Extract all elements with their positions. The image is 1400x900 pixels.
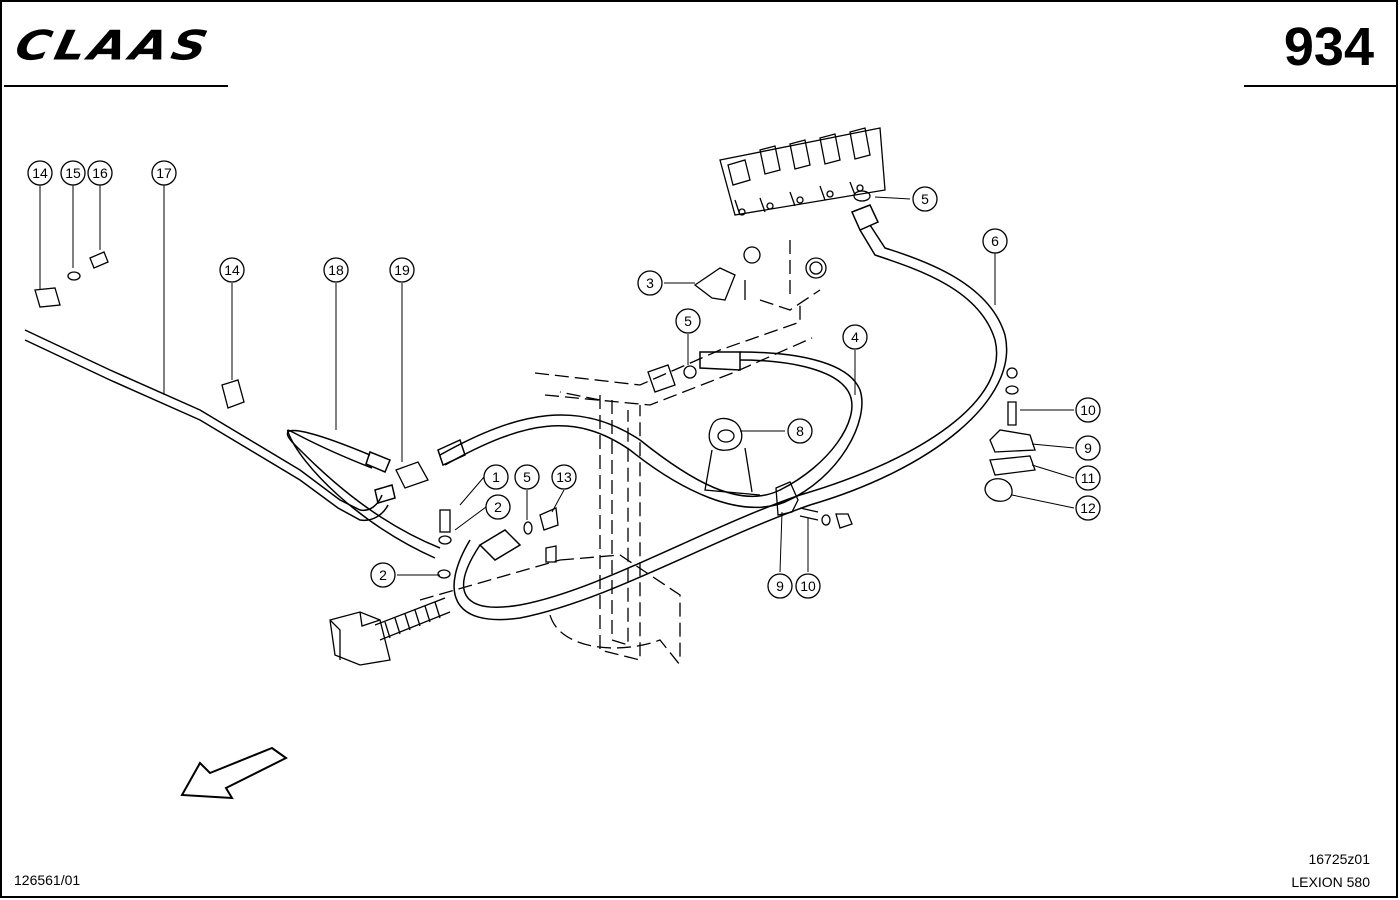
callout-label: 2 bbox=[379, 567, 387, 583]
document-id: 126561/01 bbox=[14, 872, 81, 888]
callout-label: 16 bbox=[92, 165, 108, 181]
callout-label: 9 bbox=[776, 578, 784, 594]
callout-circle bbox=[787, 418, 813, 444]
callout-circle bbox=[1075, 435, 1101, 461]
callout-circle bbox=[912, 186, 938, 212]
callout-circle bbox=[60, 160, 86, 186]
callout-circle bbox=[87, 160, 113, 186]
callout-label: 12 bbox=[1080, 500, 1096, 516]
callout-circle bbox=[27, 160, 53, 186]
callout-circle bbox=[219, 257, 245, 283]
callout-circle bbox=[323, 257, 349, 283]
callout-circle bbox=[637, 270, 663, 296]
clamp-right bbox=[984, 367, 1036, 502]
callout-label: 19 bbox=[394, 262, 410, 278]
callout-circle bbox=[370, 562, 396, 588]
callout-label: 5 bbox=[684, 313, 692, 329]
page-number: 934 bbox=[1283, 17, 1374, 77]
callout-circle bbox=[675, 308, 701, 334]
end-bracket bbox=[329, 611, 391, 666]
callout-label: 9 bbox=[1084, 440, 1092, 456]
fittings bbox=[395, 190, 871, 579]
brand-logo: CLAAS bbox=[11, 18, 216, 74]
drawing-id: 16725z01 bbox=[1308, 851, 1370, 867]
model-name: LEXION 580 bbox=[1291, 874, 1370, 890]
callout-circle bbox=[389, 257, 415, 283]
callout-label: 8 bbox=[796, 423, 804, 439]
callout-label: 10 bbox=[1080, 402, 1096, 418]
corrugated-sleeve bbox=[374, 597, 451, 641]
callout-circle bbox=[982, 228, 1008, 254]
callout-circle bbox=[767, 573, 793, 599]
frame-ghost bbox=[419, 240, 821, 666]
callout-label: 14 bbox=[32, 165, 48, 181]
callout-label: 5 bbox=[523, 469, 531, 485]
callout-label: 11 bbox=[1081, 470, 1096, 486]
control-valve-block bbox=[719, 127, 886, 216]
small-parts-left bbox=[34, 251, 245, 409]
callout-label: 2 bbox=[494, 499, 502, 515]
callout-label: 10 bbox=[800, 578, 816, 594]
callout-label: 5 bbox=[921, 191, 929, 207]
callout-circle bbox=[795, 573, 821, 599]
callout-circle bbox=[514, 464, 540, 490]
callout-label: 13 bbox=[556, 469, 572, 485]
callout-circle bbox=[551, 464, 577, 490]
hose-6 bbox=[453, 204, 1008, 621]
callout-circle bbox=[483, 464, 509, 490]
callout-circle bbox=[151, 160, 177, 186]
hose-18 bbox=[286, 429, 441, 559]
callout-label: 14 bbox=[224, 262, 240, 278]
clamp-center bbox=[775, 481, 853, 529]
callout-label: 6 bbox=[991, 233, 999, 249]
callout-label: 17 bbox=[156, 165, 172, 181]
brand-wordmark: CLAAS bbox=[10, 22, 216, 70]
callout-circle bbox=[1075, 495, 1101, 521]
callout-label: 4 bbox=[851, 329, 859, 345]
direction-arrow bbox=[180, 746, 288, 800]
mounting-bracket bbox=[704, 417, 761, 496]
leader-lines bbox=[39, 185, 1075, 576]
callout-circle bbox=[842, 324, 868, 350]
callout-label: 18 bbox=[328, 262, 344, 278]
callout-circle bbox=[1075, 397, 1101, 423]
hose-4 bbox=[437, 351, 863, 509]
callout-label: 15 bbox=[65, 165, 81, 181]
callout-circle bbox=[485, 494, 511, 520]
pipe-17 bbox=[24, 329, 389, 522]
callout-circle bbox=[1075, 465, 1101, 491]
callout-label: 3 bbox=[646, 275, 654, 291]
callout-label: 1 bbox=[492, 469, 500, 485]
